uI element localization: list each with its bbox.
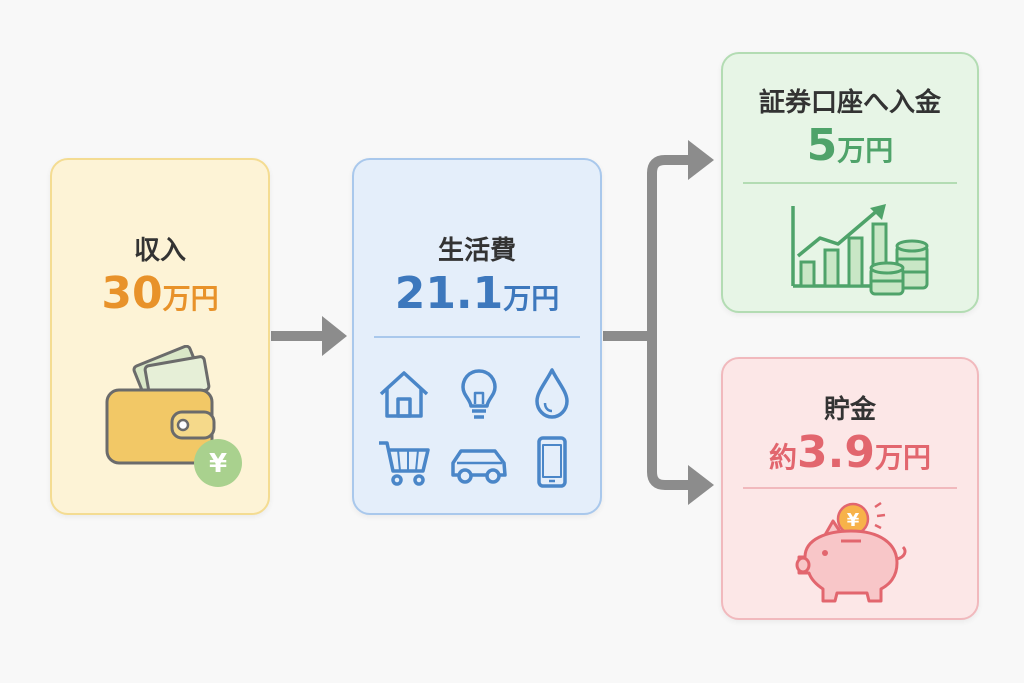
saving-title: 貯金 — [823, 395, 876, 425]
coin-stack-icon — [869, 239, 929, 296]
arrow-head-living — [322, 316, 347, 356]
arrow-head-invest — [688, 140, 714, 180]
house-icon — [379, 371, 429, 418]
saving-divider — [743, 487, 957, 489]
invest-divider — [743, 182, 957, 184]
living-amount: 21.1万円 — [354, 268, 600, 319]
investment-card: 証券口座へ入金 5万円 — [721, 52, 979, 313]
arrow-head-saving — [688, 465, 714, 505]
saving-amount-prefix: 約 — [769, 441, 798, 474]
shopping-cart-icon — [379, 441, 430, 486]
invest-amount-value: 5 — [806, 120, 838, 171]
living-amount-value: 21.1 — [394, 268, 504, 319]
income-title: 収入 — [133, 236, 186, 266]
svg-text:¥: ¥ — [209, 449, 227, 479]
income-card: 収入 30万円 ¥ — [50, 158, 270, 515]
living-title: 生活費 — [437, 236, 516, 266]
living-divider — [374, 336, 580, 338]
invest-amount-unit: 万円 — [837, 134, 894, 167]
income-amount-value: 30 — [101, 268, 163, 319]
living-cost-card: 生活費 21.1万円 — [352, 158, 602, 515]
yen-coin-icon: ¥ — [836, 501, 886, 536]
invest-title: 証券口座へ入金 — [758, 88, 941, 118]
car-icon — [451, 449, 507, 484]
invest-amount: 5万円 — [723, 120, 977, 171]
saving-amount-value: 3.9 — [797, 427, 875, 478]
savings-card: 貯金 約3.9万円 ¥ — [721, 357, 979, 620]
piggy-bank-icon — [795, 519, 907, 603]
branch-connector — [603, 155, 690, 490]
living-amount-unit: 万円 — [503, 282, 560, 315]
yen-coin-icon: ¥ — [194, 439, 242, 487]
water-drop-icon — [535, 368, 569, 419]
income-amount: 30万円 — [52, 268, 268, 319]
income-amount-unit: 万円 — [162, 282, 219, 315]
light-bulb-icon — [461, 369, 497, 419]
svg-text:¥: ¥ — [847, 510, 860, 531]
wallet-icon — [105, 345, 216, 465]
saving-amount: 約3.9万円 — [723, 427, 977, 478]
smartphone-icon — [537, 436, 567, 488]
saving-amount-unit: 万円 — [874, 441, 931, 474]
